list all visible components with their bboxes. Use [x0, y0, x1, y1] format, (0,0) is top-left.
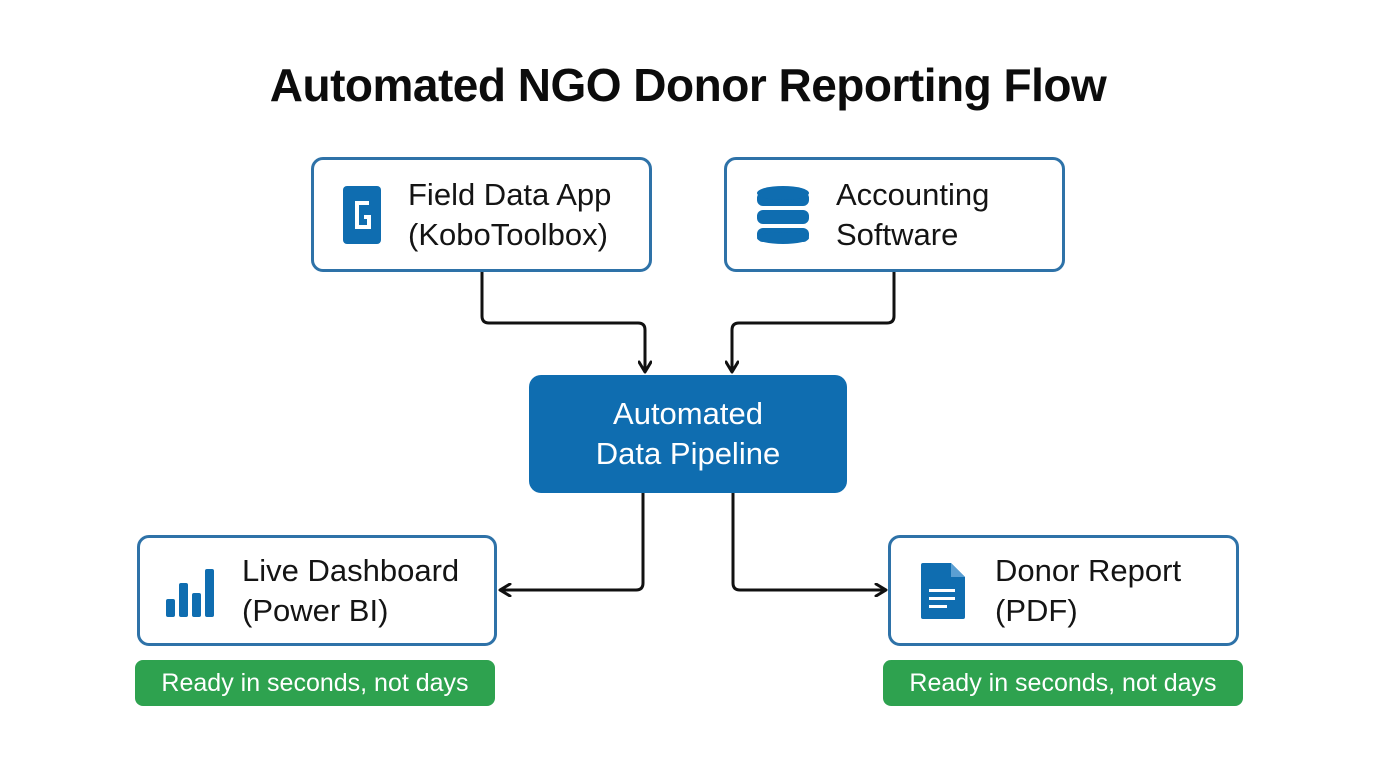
data-pipeline-node: Automated Data Pipeline: [529, 375, 847, 493]
field-data-app-label: Field Data App (KoboToolbox): [408, 175, 611, 255]
field-data-app-title: Field Data App: [408, 176, 612, 212]
live-dashboard-label: Live Dashboard (Power BI): [242, 551, 459, 631]
connector-pipeline-to-report: [731, 493, 886, 590]
accounting-software-subtitle: Software: [836, 216, 959, 252]
bar-chart-icon: [164, 563, 220, 619]
donor-report-label: Donor Report (PDF): [995, 551, 1181, 631]
connector-field-to-pipeline: [480, 272, 645, 372]
donor-report-title: Donor Report: [995, 552, 1182, 588]
donor-report-node: Donor Report (PDF): [888, 535, 1239, 646]
accounting-software-label: Accounting Software: [836, 175, 989, 255]
data-pipeline-title: Automated: [613, 396, 763, 431]
accounting-software-node: Accounting Software: [724, 157, 1065, 272]
field-data-app-subtitle: (KoboToolbox): [408, 216, 608, 252]
report-speed-badge: Ready in seconds, not days: [883, 660, 1243, 706]
donor-report-subtitle: (PDF): [995, 592, 1078, 628]
accounting-software-title: Accounting: [836, 176, 990, 212]
live-dashboard-node: Live Dashboard (Power BI): [137, 535, 497, 646]
field-data-app-node: Field Data App (KoboToolbox): [311, 157, 652, 272]
form-app-icon: [342, 185, 382, 245]
diagram-title: Automated NGO Donor Reporting Flow: [269, 59, 1107, 111]
live-dashboard-title: Live Dashboard: [242, 552, 460, 588]
dashboard-speed-badge: Ready in seconds, not days: [135, 660, 495, 706]
data-pipeline-subtitle: Data Pipeline: [595, 436, 781, 471]
live-dashboard-subtitle: (Power BI): [242, 592, 389, 628]
document-icon: [919, 561, 967, 621]
connector-accounting-to-pipeline: [732, 272, 896, 372]
database-icon: [755, 185, 811, 245]
connector-pipeline-to-dashboard: [500, 493, 645, 590]
data-pipeline-label: Automated Data Pipeline: [596, 394, 780, 474]
